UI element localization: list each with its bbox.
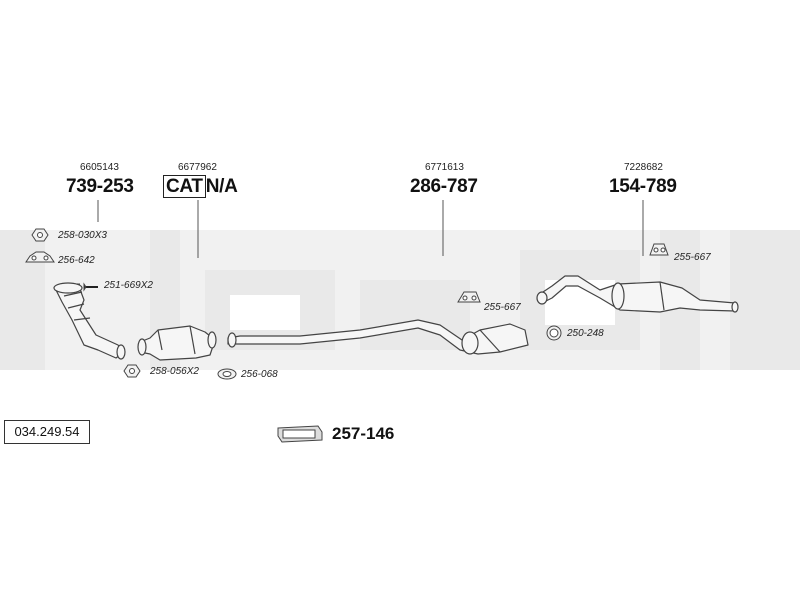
oe-number: 7228682 <box>624 162 663 173</box>
nut-icon <box>31 228 49 242</box>
part-number-286-787: 286-787 <box>410 176 478 197</box>
accessory-label: 250-248 <box>567 328 604 339</box>
accessory-label: 255-667 <box>674 252 711 263</box>
cat-badge: CAT <box>163 175 206 198</box>
oe-number: 6771613 <box>425 162 464 173</box>
front-pipe-739-253 <box>53 282 126 360</box>
accessory-label: 258-030X3 <box>58 230 107 241</box>
accessory-label: 251-669X2 <box>104 280 153 291</box>
part-number-na: N/A <box>205 176 238 197</box>
stud-icon <box>83 282 98 292</box>
oe-number: 6605143 <box>80 162 119 173</box>
middle-silencer-286-787 <box>227 319 529 355</box>
accessory-label: 258-056X2 <box>150 366 199 377</box>
part-number-154-789: 154-789 <box>609 176 677 197</box>
rear-silencer-154-789 <box>536 275 739 313</box>
accessory-label: 255-667 <box>484 302 521 313</box>
clamp-ring-icon <box>546 325 562 341</box>
nut-icon <box>123 364 141 378</box>
flange-gasket-icon <box>25 251 55 263</box>
accessory-label: 256-642 <box>58 255 95 266</box>
kit-number: 257-146 <box>332 424 395 443</box>
gasket-icon <box>217 368 237 380</box>
catalytic-converter <box>137 325 217 361</box>
diagram-code: 034.249.54 <box>4 420 90 444</box>
accessory-label: 256-068 <box>241 369 278 380</box>
bosal-kit-icon <box>277 425 323 443</box>
rubber-hanger-icon <box>649 243 669 256</box>
part-number-739-253: 739-253 <box>66 176 134 197</box>
rubber-hanger-icon <box>457 291 481 303</box>
oe-number: 6677962 <box>178 162 217 173</box>
